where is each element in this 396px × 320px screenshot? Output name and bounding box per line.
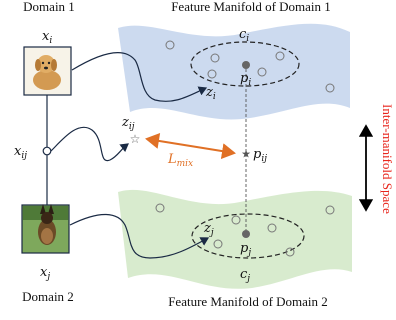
cluster-ellipse-1 [190, 41, 300, 87]
cj-label: cj [240, 267, 250, 284]
arrow-xi-to-zi [71, 52, 208, 102]
lmix-label: Lmix [167, 152, 193, 169]
feature-point [257, 67, 267, 77]
prototype-dot-2 [242, 230, 250, 238]
inter-manifold-label: Inter-manifold Space [380, 104, 395, 214]
feature-point [231, 215, 241, 225]
feature-manifold-2 [118, 189, 352, 289]
feature-point [275, 51, 285, 61]
feature-point [213, 239, 223, 249]
feature-point [155, 203, 165, 213]
lmix-arrow [145, 133, 236, 159]
zi-label: zi [205, 85, 216, 102]
domain-1-label: Domain 1 [23, 0, 75, 14]
mixed-prototype-star: ★ [241, 149, 251, 161]
xij-label: xij [14, 144, 27, 161]
domain-2-label: Domain 2 [22, 289, 74, 304]
mixed-sample-node [42, 146, 52, 156]
feature-point [325, 83, 335, 93]
manifold-1-points [165, 40, 335, 93]
prototype-dot-1 [242, 61, 250, 69]
feature-point [165, 40, 175, 50]
golden-dog-image [23, 46, 72, 96]
manifold-2-label: Feature Manifold of Domain 2 [168, 294, 328, 309]
pij-label: pij [253, 147, 267, 164]
arrow-xij-to-zij [50, 126, 129, 162]
zj-label: zj [203, 221, 214, 238]
feature-manifold-1 [118, 23, 350, 120]
ci-label: ci [239, 27, 249, 44]
manifold-1-label: Feature Manifold of Domain 1 [171, 0, 331, 14]
cluster-ellipse-2 [191, 213, 305, 259]
mixed-embedding-star: ☆ [130, 132, 141, 146]
feature-point [207, 69, 217, 79]
manifold-2-points [155, 203, 335, 257]
feature-point [285, 247, 295, 257]
feature-point [210, 53, 220, 63]
xi-label: xi [42, 29, 52, 46]
german-shepherd-image [21, 204, 70, 254]
arrow-xj-to-zj [69, 213, 210, 259]
pi-label: pi [240, 71, 251, 88]
xj-label: xj [40, 265, 50, 282]
feature-point [325, 205, 335, 215]
feature-point [267, 223, 277, 233]
zij-label: zij [121, 115, 135, 132]
pj-label: pj [240, 241, 251, 258]
